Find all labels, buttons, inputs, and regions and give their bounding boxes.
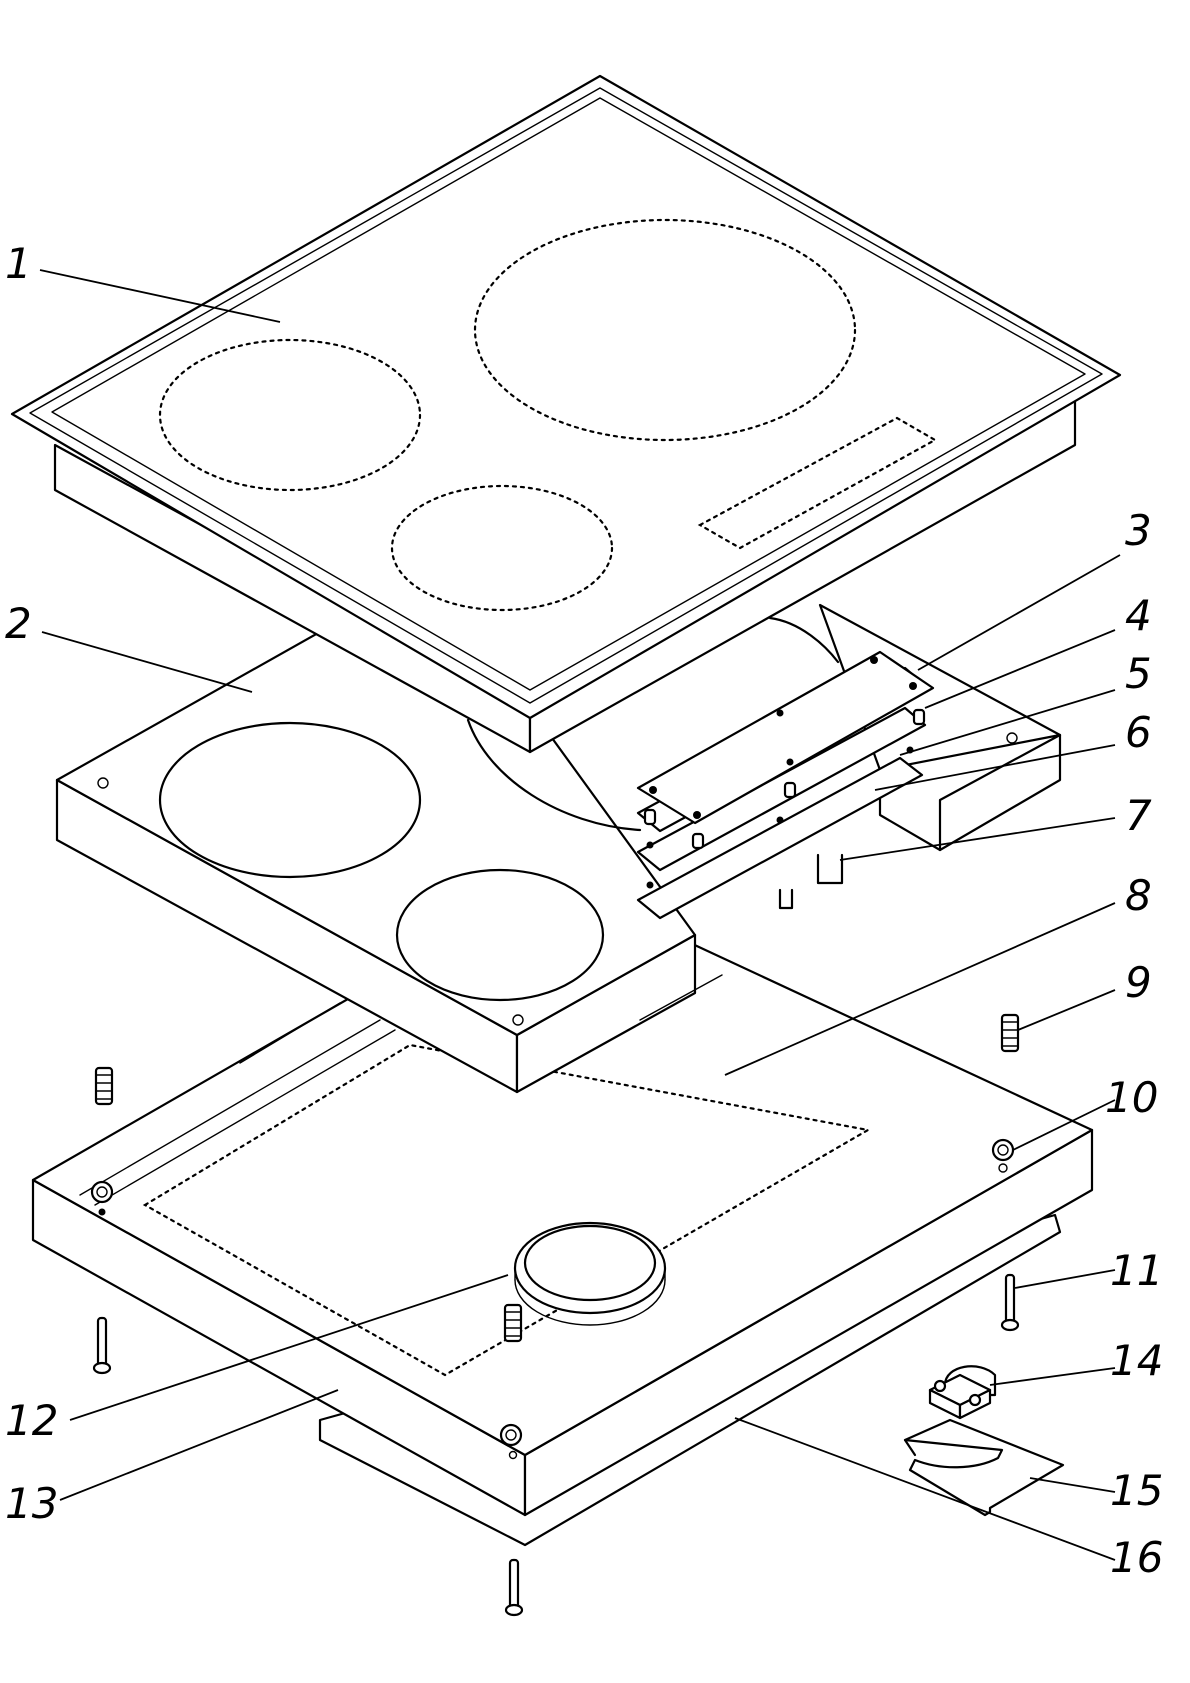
glass-ceramic-top [10,74,1122,832]
callout-14: 14 [1110,1336,1163,1385]
screw-bottom [504,1558,524,1617]
callout-12: 12 [5,1396,58,1445]
corner-nut [499,1423,523,1460]
spring-left [94,1066,114,1106]
callout-2: 2 [5,599,32,648]
callout-9: 9 [1125,958,1152,1007]
connector-pin [643,708,926,850]
control-panel-area [697,416,938,550]
corner-nut [90,1180,114,1216]
cooking-zone-left [158,338,422,492]
callout-15: 15 [1110,1466,1163,1515]
cover-plate [903,1418,1065,1517]
heating-plate [55,568,723,1094]
cooking-zone-large [473,218,857,442]
callout-8: 8 [1125,871,1152,920]
callout-11: 11 [1110,1246,1163,1295]
screw-right [1000,1273,1020,1332]
burner-opening-large [158,721,422,879]
callout-3: 3 [1125,506,1152,555]
cable-clamp [928,1365,997,1420]
burner-opening-small [395,868,605,1002]
callout-5: 5 [1125,649,1152,698]
board-screw [646,656,917,889]
callout-16: 16 [1110,1533,1163,1582]
sealing-ring [513,1221,667,1326]
spring-center [503,1303,523,1343]
callout-7: 7 [1125,791,1152,840]
screw-left [92,1316,112,1375]
spring-right [1000,1013,1020,1053]
callout-6: 6 [1125,708,1152,757]
callout-1: 1 [5,239,32,288]
callout-labels: 1 2 3 4 5 6 7 8 9 10 11 12 13 14 15 16 [5,239,1163,1582]
cooking-zone-small [390,484,614,612]
callout-4: 4 [1125,591,1152,640]
base-tray [31,878,1094,1547]
leader-lines [39,269,1121,1561]
callout-13: 13 [5,1479,58,1528]
callout-10: 10 [1105,1073,1158,1122]
